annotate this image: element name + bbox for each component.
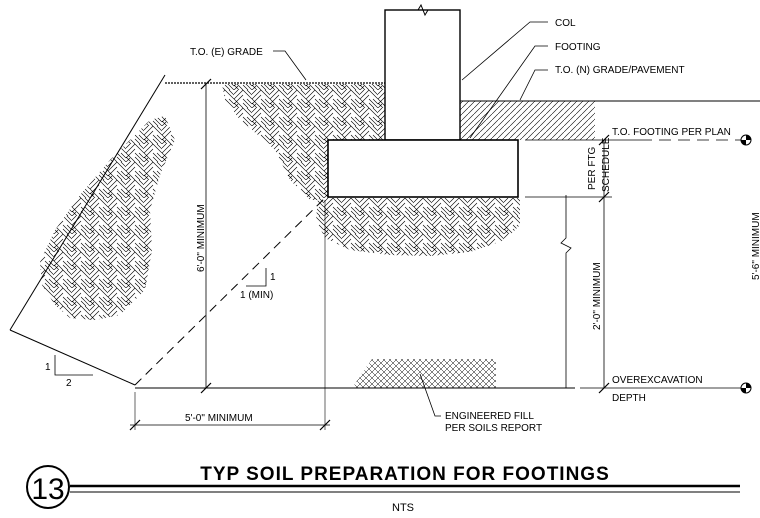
depth-label: DEPTH bbox=[612, 393, 646, 404]
engineered-fill-label: ENGINEERED FILL bbox=[445, 411, 534, 422]
schedule-label: SCHEDULE bbox=[601, 137, 612, 192]
slope-run-label: 1 (MIN) bbox=[240, 290, 273, 301]
existing-soil-hatch bbox=[222, 84, 385, 200]
drawing-title: TYP SOIL PREPARATION FOR FOOTINGS bbox=[200, 464, 610, 485]
cut-ratio-icon bbox=[54, 355, 93, 376]
slope-line bbox=[9, 74, 166, 331]
five-foot-minimum-label: 5'-0" MINIMUM bbox=[185, 413, 253, 424]
fill-leader bbox=[419, 373, 441, 417]
grade-leader bbox=[519, 69, 548, 101]
existing-grade-label: T.O. (E) GRADE bbox=[190, 47, 263, 58]
slope-ratio-icon bbox=[246, 268, 267, 287]
break-line bbox=[560, 195, 572, 388]
column bbox=[384, 9, 461, 141]
fill-slope-dashed bbox=[134, 194, 329, 386]
scale-note: NTS bbox=[392, 502, 414, 514]
col-leader bbox=[461, 21, 548, 81]
slope-rise-label: 1 bbox=[270, 272, 276, 283]
footing-top-label: T.O. FOOTING PER PLAN bbox=[612, 127, 731, 138]
slope-soil-hatch bbox=[40, 116, 175, 320]
footing-label: FOOTING bbox=[555, 42, 601, 53]
five-six-minimum-label: 5'-6" MINIMUM bbox=[751, 212, 760, 280]
cut-run-label: 2 bbox=[66, 378, 72, 389]
detail-number-bubble bbox=[26, 465, 70, 509]
level-marker-icon bbox=[740, 382, 752, 394]
new-grade-label: T.O. (N) GRADE/PAVEMENT bbox=[555, 65, 685, 76]
subgrade-soil-hatch bbox=[316, 198, 520, 256]
level-marker-icon bbox=[740, 134, 752, 146]
footing bbox=[327, 139, 519, 198]
per-soils-report-label: PER SOILS REPORT bbox=[445, 423, 542, 434]
overexcavation-label: OVEREXCAVATION bbox=[612, 375, 703, 386]
cut-rise-label: 1 bbox=[45, 362, 51, 373]
two-foot-minimum-label: 2'-0" MINIMUM bbox=[592, 262, 603, 330]
six-foot-minimum-label: 6'-0" MINIMUM bbox=[196, 204, 207, 272]
engineered-fill-hatch bbox=[352, 359, 496, 388]
cut-bottom-line bbox=[9, 329, 136, 386]
e-grade-leader bbox=[273, 50, 307, 81]
footing-leader bbox=[469, 45, 548, 139]
column-break-mark bbox=[385, 3, 460, 17]
col-label: COL bbox=[555, 18, 576, 29]
pavement-hatch bbox=[460, 101, 595, 140]
detail-number: 13 bbox=[31, 473, 64, 506]
per-ftg-label: PER FTG bbox=[587, 146, 598, 190]
